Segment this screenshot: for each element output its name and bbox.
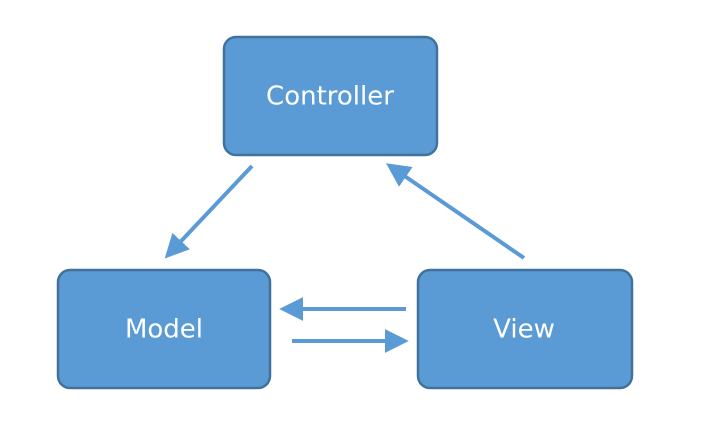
view-box [416,268,634,390]
arrow-controller-to-model [164,164,254,259]
controller-node: Controller [222,35,439,157]
model-box [56,268,272,390]
model-label: Model [125,315,203,345]
controller-label: Controller [266,82,394,112]
controller-box [222,35,439,157]
view-label: View [493,315,555,345]
view-node: View [416,268,634,390]
model-node: Model [56,268,272,390]
arrow-view-to-controller [386,163,526,260]
